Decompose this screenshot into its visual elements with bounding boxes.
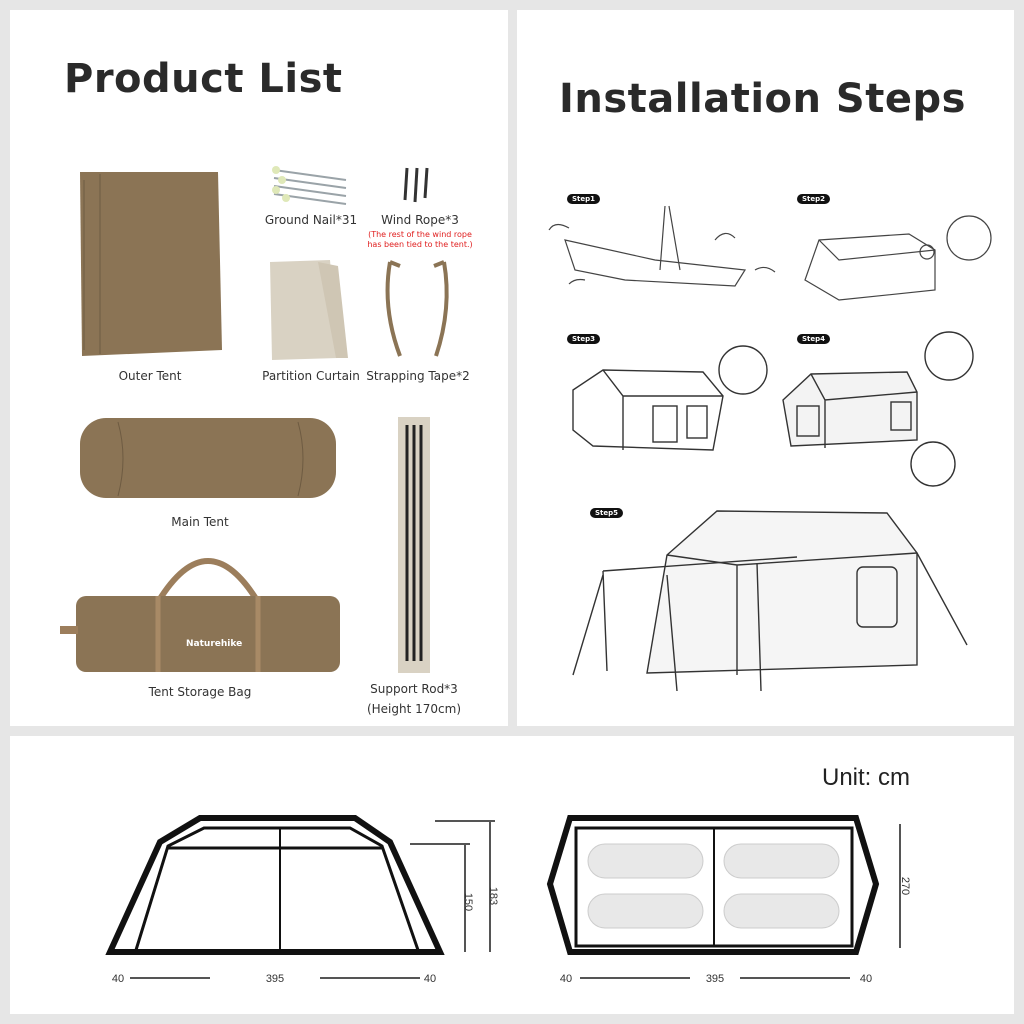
front-width: 395: [266, 973, 284, 985]
ground-nail-label: Ground Nail*31: [264, 213, 358, 227]
front-view-diagram: 150 183 40 395 40: [105, 815, 499, 985]
front-total-height: 183: [487, 887, 499, 905]
installation-title: Installation Steps: [559, 76, 966, 122]
wind-rope-label: Wind Rope*3: [381, 213, 459, 227]
step4-badge: Step4: [797, 334, 831, 344]
unit-label: Unit: cm: [822, 764, 911, 791]
installation-panel: Installation Steps Step1 Step2 Step3 Ste…: [517, 10, 1014, 726]
front-left-ext: 40: [112, 973, 124, 985]
step5-illustration: [572, 510, 968, 692]
front-right-ext: 40: [424, 973, 436, 985]
wind-rope-note: (The rest of the wind rope has been tied…: [360, 230, 480, 250]
support-rod-height: (Height 170cm): [366, 702, 462, 716]
support-rod-image: [398, 417, 430, 673]
step3-illustration: [572, 345, 768, 451]
dimensions-panel: Unit: cm 150 183 40 395 40 270 40 395 40: [10, 736, 1014, 1014]
outer-tent-image: [80, 172, 222, 356]
partition-curtain-image: [270, 260, 348, 360]
top-right-ext: 40: [860, 973, 872, 985]
wind-rope-note-line2: has been tied to the tent.): [367, 240, 473, 249]
product-list-panel: Product List Outer Tent Ground Nail*31 W…: [10, 10, 508, 726]
tent-storage-bag-label: Tent Storage Bag: [148, 685, 252, 699]
step2-illustration: [804, 215, 992, 301]
storage-bag-brand: Naturehike: [186, 639, 242, 649]
top-depth: 270: [899, 877, 911, 895]
ground-nail-image: [272, 166, 347, 205]
tent-storage-bag-image: Naturehike: [60, 558, 340, 672]
step1-badge: Step1: [567, 194, 601, 204]
step3-badge: Step3: [567, 334, 601, 344]
wind-rope-image: [403, 167, 429, 203]
main-tent-label: Main Tent: [171, 515, 229, 529]
step5-badge: Step5: [590, 508, 624, 518]
top-width: 395: [706, 973, 724, 985]
partition-curtain-label: Partition Curtain: [262, 369, 360, 383]
wind-rope-note-line1: (The rest of the wind rope: [368, 230, 472, 239]
outer-tent-label: Outer Tent: [118, 369, 182, 383]
step4-illustration: [782, 331, 974, 487]
strapping-tape-label: Strapping Tape*2: [366, 369, 470, 383]
step1-illustration: [548, 205, 776, 287]
strapping-tape-image: [385, 260, 449, 357]
top-view-diagram: 270 40 395 40: [546, 815, 911, 985]
support-rod-label: Support Rod*3: [370, 682, 458, 696]
top-left-ext: 40: [560, 973, 572, 985]
front-inner-height: 150: [462, 893, 474, 911]
step2-badge: Step2: [797, 194, 831, 204]
product-list-title: Product List: [64, 56, 343, 102]
main-tent-image: [80, 418, 336, 498]
